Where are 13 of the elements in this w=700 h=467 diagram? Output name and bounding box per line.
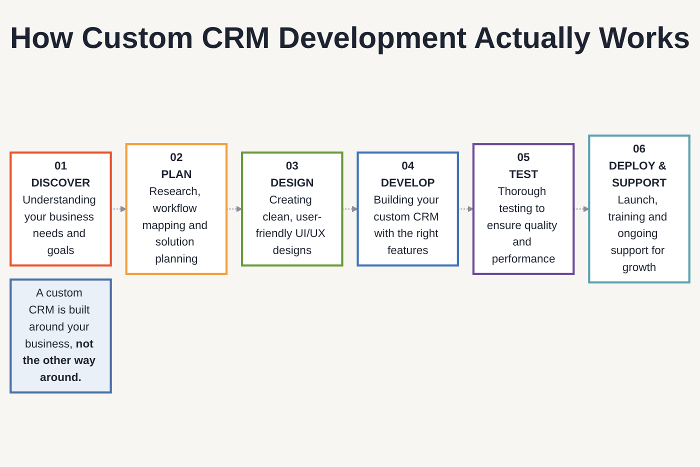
arrow — [110, 206, 127, 213]
arrow — [342, 206, 358, 213]
node-box: 01 DISCOVER Understanding your business needs and goals — [10, 152, 112, 267]
node-box: 02 PLAN Research, workflow mapping and solution planning — [125, 144, 228, 276]
node-box: 04 DEVELOP Building your custom CRM with the right features — [356, 152, 459, 267]
node-box: 03 DESIGN Creating clean, user-friendly UI/UX designs — [241, 152, 344, 267]
title: How Custom CRM Development Actually Works — [10, 22, 690, 56]
arrow — [226, 206, 242, 213]
arrow — [574, 206, 590, 213]
arrow — [458, 206, 474, 213]
node-box: A custom CRM is built around your business, not the other way around. — [10, 278, 112, 394]
node-box: 06 DEPLOY & SUPPORT Launch, training and ongoing support for growth — [588, 135, 690, 284]
node-box: 05 TEST Thorough testing to ensure quality and performance — [472, 144, 575, 276]
